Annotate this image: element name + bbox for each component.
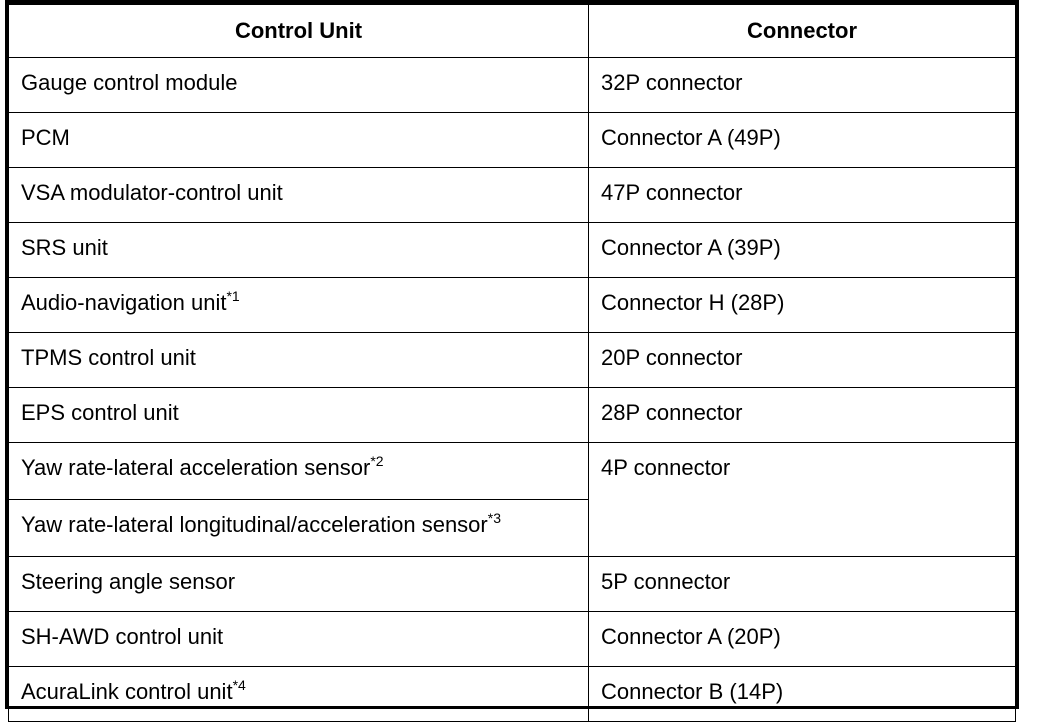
control-unit-name: Audio-navigation unit xyxy=(21,290,227,315)
control-unit-name: SH-AWD control unit xyxy=(21,624,224,649)
control-unit-cell: SH-AWD control unit xyxy=(8,611,589,667)
connector-cell: 32P connector xyxy=(588,57,1016,113)
connector-cell: 5P connector xyxy=(588,556,1016,612)
table-row: TPMS control unit 20P connector xyxy=(8,332,1016,388)
control-unit-cell: Steering angle sensor xyxy=(8,556,589,612)
connector-cell: Connector A (49P) xyxy=(588,112,1016,168)
header-control-unit: Control Unit xyxy=(8,4,589,58)
table-row: VSA modulator-control unit 47P connector xyxy=(8,167,1016,223)
table-row: SH-AWD control unit Connector A (20P) xyxy=(8,611,1016,667)
connector-cell: 20P connector xyxy=(588,332,1016,388)
table-row: Yaw rate-lateral longitudinal/accelerati… xyxy=(8,499,1016,557)
connector-table-frame: Control Unit Connector Gauge control mod… xyxy=(5,0,1019,722)
connector-cell-merged: 4P connector xyxy=(588,442,1016,557)
footnote-marker: *1 xyxy=(226,288,240,304)
header-connector: Connector xyxy=(588,4,1016,58)
table-row: AcuraLink control unit*4 Connector B (14… xyxy=(8,666,1016,722)
table-row: PCM Connector A (49P) xyxy=(8,112,1016,168)
control-unit-name: TPMS control unit xyxy=(21,345,196,370)
table-row: EPS control unit 28P connector xyxy=(8,387,1016,443)
footnote-marker: *2 xyxy=(370,453,384,469)
control-unit-name: AcuraLink control unit xyxy=(21,679,233,704)
connector-cell: Connector H (28P) xyxy=(588,277,1016,333)
footnote-marker: *3 xyxy=(487,510,501,526)
table-row: Gauge control module 32P connector xyxy=(8,57,1016,113)
control-unit-connector-table: Control Unit Connector Gauge control mod… xyxy=(8,4,1016,722)
control-unit-cell: Gauge control module xyxy=(8,57,589,113)
control-unit-name: Gauge control module xyxy=(21,70,238,95)
control-unit-cell: SRS unit xyxy=(8,222,589,278)
table-header-row: Control Unit Connector xyxy=(8,4,1016,58)
connector-cell: 47P connector xyxy=(588,167,1016,223)
control-unit-name: VSA modulator-control unit xyxy=(21,180,283,205)
table-row: SRS unit Connector A (39P) xyxy=(8,222,1016,278)
control-unit-name: Yaw rate-lateral acceleration sensor xyxy=(21,455,371,480)
control-unit-cell: Yaw rate-lateral longitudinal/accelerati… xyxy=(8,499,589,557)
control-unit-name: SRS unit xyxy=(21,235,108,260)
connector-cell: Connector A (20P) xyxy=(588,611,1016,667)
control-unit-cell: Audio-navigation unit*1 xyxy=(8,277,589,333)
connector-cell: Connector B (14P) xyxy=(588,666,1016,722)
control-unit-cell: Yaw rate-lateral acceleration sensor*2 xyxy=(8,442,589,500)
control-unit-name: Steering angle sensor xyxy=(21,569,236,594)
footnote-marker: *4 xyxy=(232,677,246,693)
control-unit-name: Yaw rate-lateral longitudinal/accelerati… xyxy=(21,512,488,537)
control-unit-cell: AcuraLink control unit*4 xyxy=(8,666,589,722)
control-unit-cell: EPS control unit xyxy=(8,387,589,443)
control-unit-cell: TPMS control unit xyxy=(8,332,589,388)
control-unit-cell: VSA modulator-control unit xyxy=(8,167,589,223)
control-unit-name: PCM xyxy=(21,125,70,150)
connector-cell: Connector A (39P) xyxy=(588,222,1016,278)
table-row: Steering angle sensor 5P connector xyxy=(8,556,1016,612)
control-unit-cell: PCM xyxy=(8,112,589,168)
connector-cell: 28P connector xyxy=(588,387,1016,443)
control-unit-name: EPS control unit xyxy=(21,400,179,425)
table-row: Audio-navigation unit*1 Connector H (28P… xyxy=(8,277,1016,333)
table-row: Yaw rate-lateral acceleration sensor*2 4… xyxy=(8,442,1016,557)
